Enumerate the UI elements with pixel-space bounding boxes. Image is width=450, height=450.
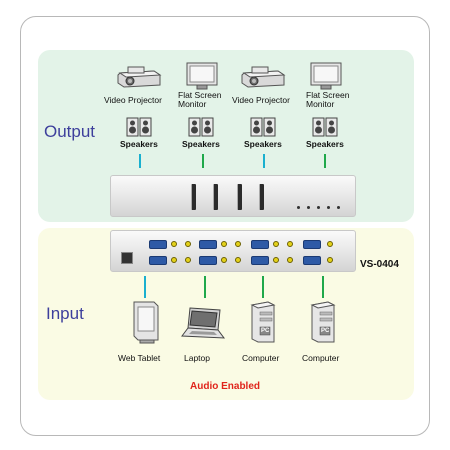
speakers-icon: [250, 117, 276, 137]
audio-jack: [185, 257, 191, 263]
computer-tower-icon: [250, 301, 276, 343]
vga-port: [251, 256, 269, 265]
web-tablet-icon: [133, 301, 159, 344]
output-device-label: Flat Screen Monitor: [178, 90, 222, 109]
audio-jack: [327, 241, 333, 247]
front-port-slot: [259, 184, 264, 210]
led-indicator: [297, 206, 300, 209]
switch-rear-panel: [110, 230, 356, 272]
speakers-label: Speakers: [306, 139, 344, 149]
pc-badge: PC: [261, 328, 270, 334]
computer-tower-icon: [310, 301, 336, 343]
input-device-label: Computer: [242, 353, 280, 363]
front-port-slot: [191, 184, 196, 210]
monitor-icon: [310, 62, 342, 90]
output-audio-cable: [324, 154, 326, 168]
pc-badge: PC: [321, 328, 330, 334]
input-device-label: Laptop: [184, 353, 210, 363]
switch-front-panel: [110, 175, 356, 217]
output-section-label: Output: [44, 122, 96, 141]
audio-jack: [273, 241, 279, 247]
speakers-label: Speakers: [182, 139, 220, 149]
speakers-label: Speakers: [120, 139, 158, 149]
output-video-cable: [263, 154, 265, 168]
speakers-label: Speakers: [244, 139, 282, 149]
speakers-icon: [188, 117, 214, 137]
audio-jack: [287, 257, 293, 263]
output-device-label: Video Projector: [104, 95, 162, 105]
led-indicator: [327, 206, 330, 209]
input-device-label: Computer: [302, 353, 340, 363]
vga-port: [149, 240, 167, 249]
monitor-icon: [186, 62, 218, 90]
input-audio-cable: [204, 276, 206, 298]
audio-jack: [235, 241, 241, 247]
vga-port: [149, 256, 167, 265]
input-section-label: Input: [46, 304, 84, 323]
projector-icon: [117, 66, 162, 88]
laptop-icon: [181, 307, 226, 339]
speakers-icon: [126, 117, 152, 137]
audio-jack: [221, 241, 227, 247]
input-video-cable: [144, 276, 146, 298]
vga-port: [303, 256, 321, 265]
audio-jack: [273, 257, 279, 263]
output-device-label: Flat Screen Monitor: [306, 90, 350, 109]
model-label: VS-0404: [360, 259, 399, 270]
audio-jack: [327, 257, 333, 263]
input-audio-cable: [262, 276, 264, 298]
vga-port: [303, 240, 321, 249]
vga-port: [251, 240, 269, 249]
led-indicator: [337, 206, 340, 209]
front-port-slot: [237, 184, 242, 210]
led-indicator: [317, 206, 320, 209]
audio-jack: [235, 257, 241, 263]
vga-port: [199, 256, 217, 265]
output-device-label: Video Projector: [232, 95, 290, 105]
power-jack: [121, 252, 133, 264]
output-audio-cable: [202, 154, 204, 168]
input-audio-cable: [322, 276, 324, 298]
audio-jack: [221, 257, 227, 263]
projector-icon: [241, 66, 286, 88]
vga-port: [199, 240, 217, 249]
audio-jack: [171, 241, 177, 247]
input-device-label: Web Tablet: [118, 353, 161, 363]
speakers-icon: [312, 117, 338, 137]
led-indicator: [307, 206, 310, 209]
audio-jack: [287, 241, 293, 247]
output-video-cable: [139, 154, 141, 168]
front-port-slot: [213, 184, 218, 210]
audio-jack: [185, 241, 191, 247]
audio-jack: [171, 257, 177, 263]
audio-enabled-label: Audio Enabled: [190, 381, 260, 392]
